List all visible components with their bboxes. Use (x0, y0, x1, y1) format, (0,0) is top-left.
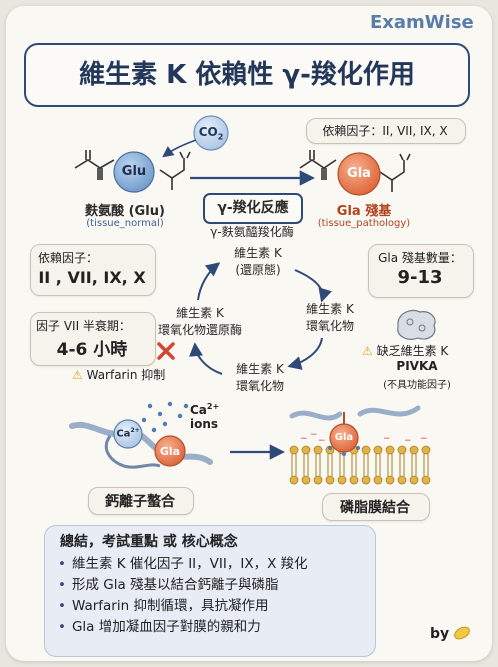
reaction-title: γ-羧化反應 (217, 200, 289, 216)
cycle-arrow-reduction-2 (197, 262, 221, 301)
co2-label: CO2 (198, 125, 224, 142)
calcium-node-label: Ca2+ (116, 427, 140, 440)
gla-count-label: Gla 殘基數量： (378, 251, 462, 265)
summary-title: 總結，考試重點 或 核心概念 (60, 534, 238, 550)
vitk-reduced: 維生素 K (還原態) (234, 246, 282, 277)
dependent-factors-value: II , VII, IX, X (38, 268, 146, 287)
dependent-factors-label: 依賴因子： (38, 251, 99, 265)
summary-item: •維生素 K 催化因子 II，VII，IX，X 羧化 (58, 556, 308, 572)
inhibition-x-icon (157, 342, 175, 360)
half-life-box (30, 312, 156, 366)
title-frame (24, 43, 470, 107)
glu-tag: (tissue_normal) (86, 218, 164, 229)
gla-molecule (299, 150, 411, 192)
svg-text:−: − (420, 434, 428, 444)
membrane-calcium-dots (328, 446, 360, 456)
deficiency-label: ⚠ 缺乏維生素 K (362, 344, 449, 358)
brand-logo: ExamWise (370, 12, 474, 33)
vitk-epoxide-right: 維生素 K 環氧化物 (305, 302, 354, 333)
cycle-arrow-down (287, 337, 323, 370)
co2-arrow (162, 139, 197, 158)
dependent-factors-box (30, 244, 156, 296)
pivka-detail (406, 318, 414, 326)
calcium-ion-node (113, 419, 143, 449)
gla-node-label: Gla (347, 166, 371, 181)
svg-text:−: − (318, 436, 326, 446)
warfarin-label: ⚠ Warfarin 抑制 (72, 368, 166, 382)
vitk-epoxide-bottom: 維生素 K 環氧化物 (235, 362, 284, 393)
summary-item: •Gla 增加凝血因子對膜的親和力 (58, 619, 261, 635)
glu-node (113, 151, 155, 193)
summary-item: •形成 Gla 殘基以結合鈣離子與磷脂 (58, 577, 279, 593)
pivka-detail (418, 324, 426, 332)
co2-node (193, 115, 229, 151)
half-life-label: 因子 VII 半衰期： (36, 319, 131, 333)
cycle-arrow-oxidation (294, 269, 332, 303)
warning-icon: ⚠ (362, 344, 373, 358)
gla-node (337, 152, 381, 196)
enzyme-label: γ-麩氨醯羧化酶 (210, 225, 294, 239)
gla-tag: (tissue_pathology) (317, 218, 411, 229)
svg-text:−: − (404, 436, 412, 446)
svg-text:−: − (310, 430, 318, 440)
summary-box (44, 525, 376, 657)
vitk-reductase: 維生素 K 環氧化物還原酶 (157, 306, 242, 337)
gla-residue-label: Gla (159, 445, 181, 458)
protein-strand-inner (104, 435, 161, 469)
chelation-label: 鈣離子螯合 (105, 494, 175, 510)
phospholipid-membrane: −−− −−− (289, 405, 431, 485)
cycle-arrow-reduction-1 (189, 342, 223, 375)
pivka-protein-icon (397, 309, 436, 340)
warning-icon: ⚠ (72, 368, 83, 382)
membrane-box (322, 493, 430, 521)
gla-count-box (368, 244, 474, 298)
gla-label: Gla 殘基 (336, 204, 392, 219)
membrane-label: 磷脂膜結合 (340, 500, 410, 516)
reaction-box (203, 193, 303, 224)
page-title: 維生素 K 依賴性 γ-羧化作用 (79, 60, 415, 90)
dependent-factors-top: 依賴因子：II, VII, IX, X (322, 124, 448, 138)
gla-residue-node (154, 435, 186, 467)
summary-item: •Warfarin 抑制循環，具抗凝作用 (58, 598, 269, 614)
calcium-ion-dots (141, 401, 189, 433)
svg-text:−: − (383, 434, 391, 444)
protein-strand (69, 421, 213, 465)
pivka-label: PIVKA (396, 359, 438, 373)
glu-molecule (74, 150, 191, 190)
dependent-factors-top-box (306, 118, 466, 144)
summary-list: •維生素 K 催化因子 II，VII，IX，X 羧化 •形成 Gla 殘基以結合… (58, 554, 378, 638)
gla-count-value: 9-13 (397, 267, 443, 288)
chelation-box (88, 487, 194, 515)
pivka-sub: (不具功能因子) (383, 380, 451, 391)
membrane-gla-label: Gla (334, 432, 354, 443)
calcium-ions-label: Ca2+ ions (190, 402, 220, 431)
svg-text:−: − (300, 434, 308, 444)
half-life-value: 4-6 小時 (56, 340, 128, 360)
glu-label: 麩氨酸 (Glu) (85, 204, 165, 219)
byline: by (430, 626, 450, 642)
lemon-icon (454, 626, 470, 640)
glu-node-label: Glu (121, 164, 147, 179)
